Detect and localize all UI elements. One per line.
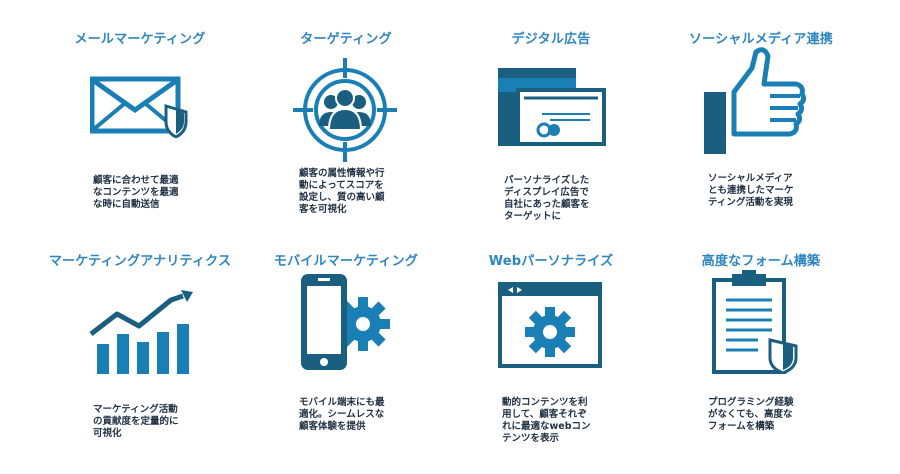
feature-description: 動的コンテンツを利用して、顧客それぞれに最適なwebコンテンツを表示 — [502, 397, 591, 444]
feature-description: モバイル端末にも最適化。シームレスな顧客体験を提供 — [299, 397, 385, 432]
feature-description: マーケティング活動の貢献度を定量的に可視化 — [93, 404, 179, 439]
feature-title: メールマーケティング — [74, 32, 206, 47]
feature-description: 顧客の属性情報や行動によってスコアを設定し、質の高い顧客を可視化 — [299, 168, 385, 215]
feature-description: ソーシャルメディアとも連携したマーケティング活動を実現 — [708, 173, 794, 208]
clipboard-shield-icon — [712, 270, 798, 374]
feature-title: マーケティングアナリティクス — [48, 254, 232, 269]
envelope-shield-icon — [90, 76, 188, 138]
feature-title: モバイルマーケティング — [273, 254, 419, 269]
thumbs-up-icon — [704, 47, 807, 154]
bar-chart-trend-icon — [89, 290, 193, 374]
feature-title: ソーシャルメディア連携 — [688, 32, 834, 47]
feature-title: ターゲティング — [300, 32, 392, 47]
display-ad-icon — [498, 68, 606, 146]
feature-title: Webパーソナライズ — [488, 254, 614, 269]
feature-description: プログラミング経験がなくても、高度なフォームを構築 — [708, 397, 794, 432]
feature-description: 顧客に合わせて最適なコンテンツを最適な時に自動送信 — [93, 175, 179, 210]
feature-title: 高度なフォーム構築 — [701, 254, 821, 269]
browser-gear-icon — [498, 282, 602, 368]
smartphone-gear-icon — [301, 274, 390, 370]
target-people-icon — [293, 58, 397, 162]
feature-title: デジタル広告 — [511, 32, 591, 47]
feature-description: パーソナライズしたディスプレイ広告で自社にあった顧客をターゲットに — [504, 175, 590, 222]
